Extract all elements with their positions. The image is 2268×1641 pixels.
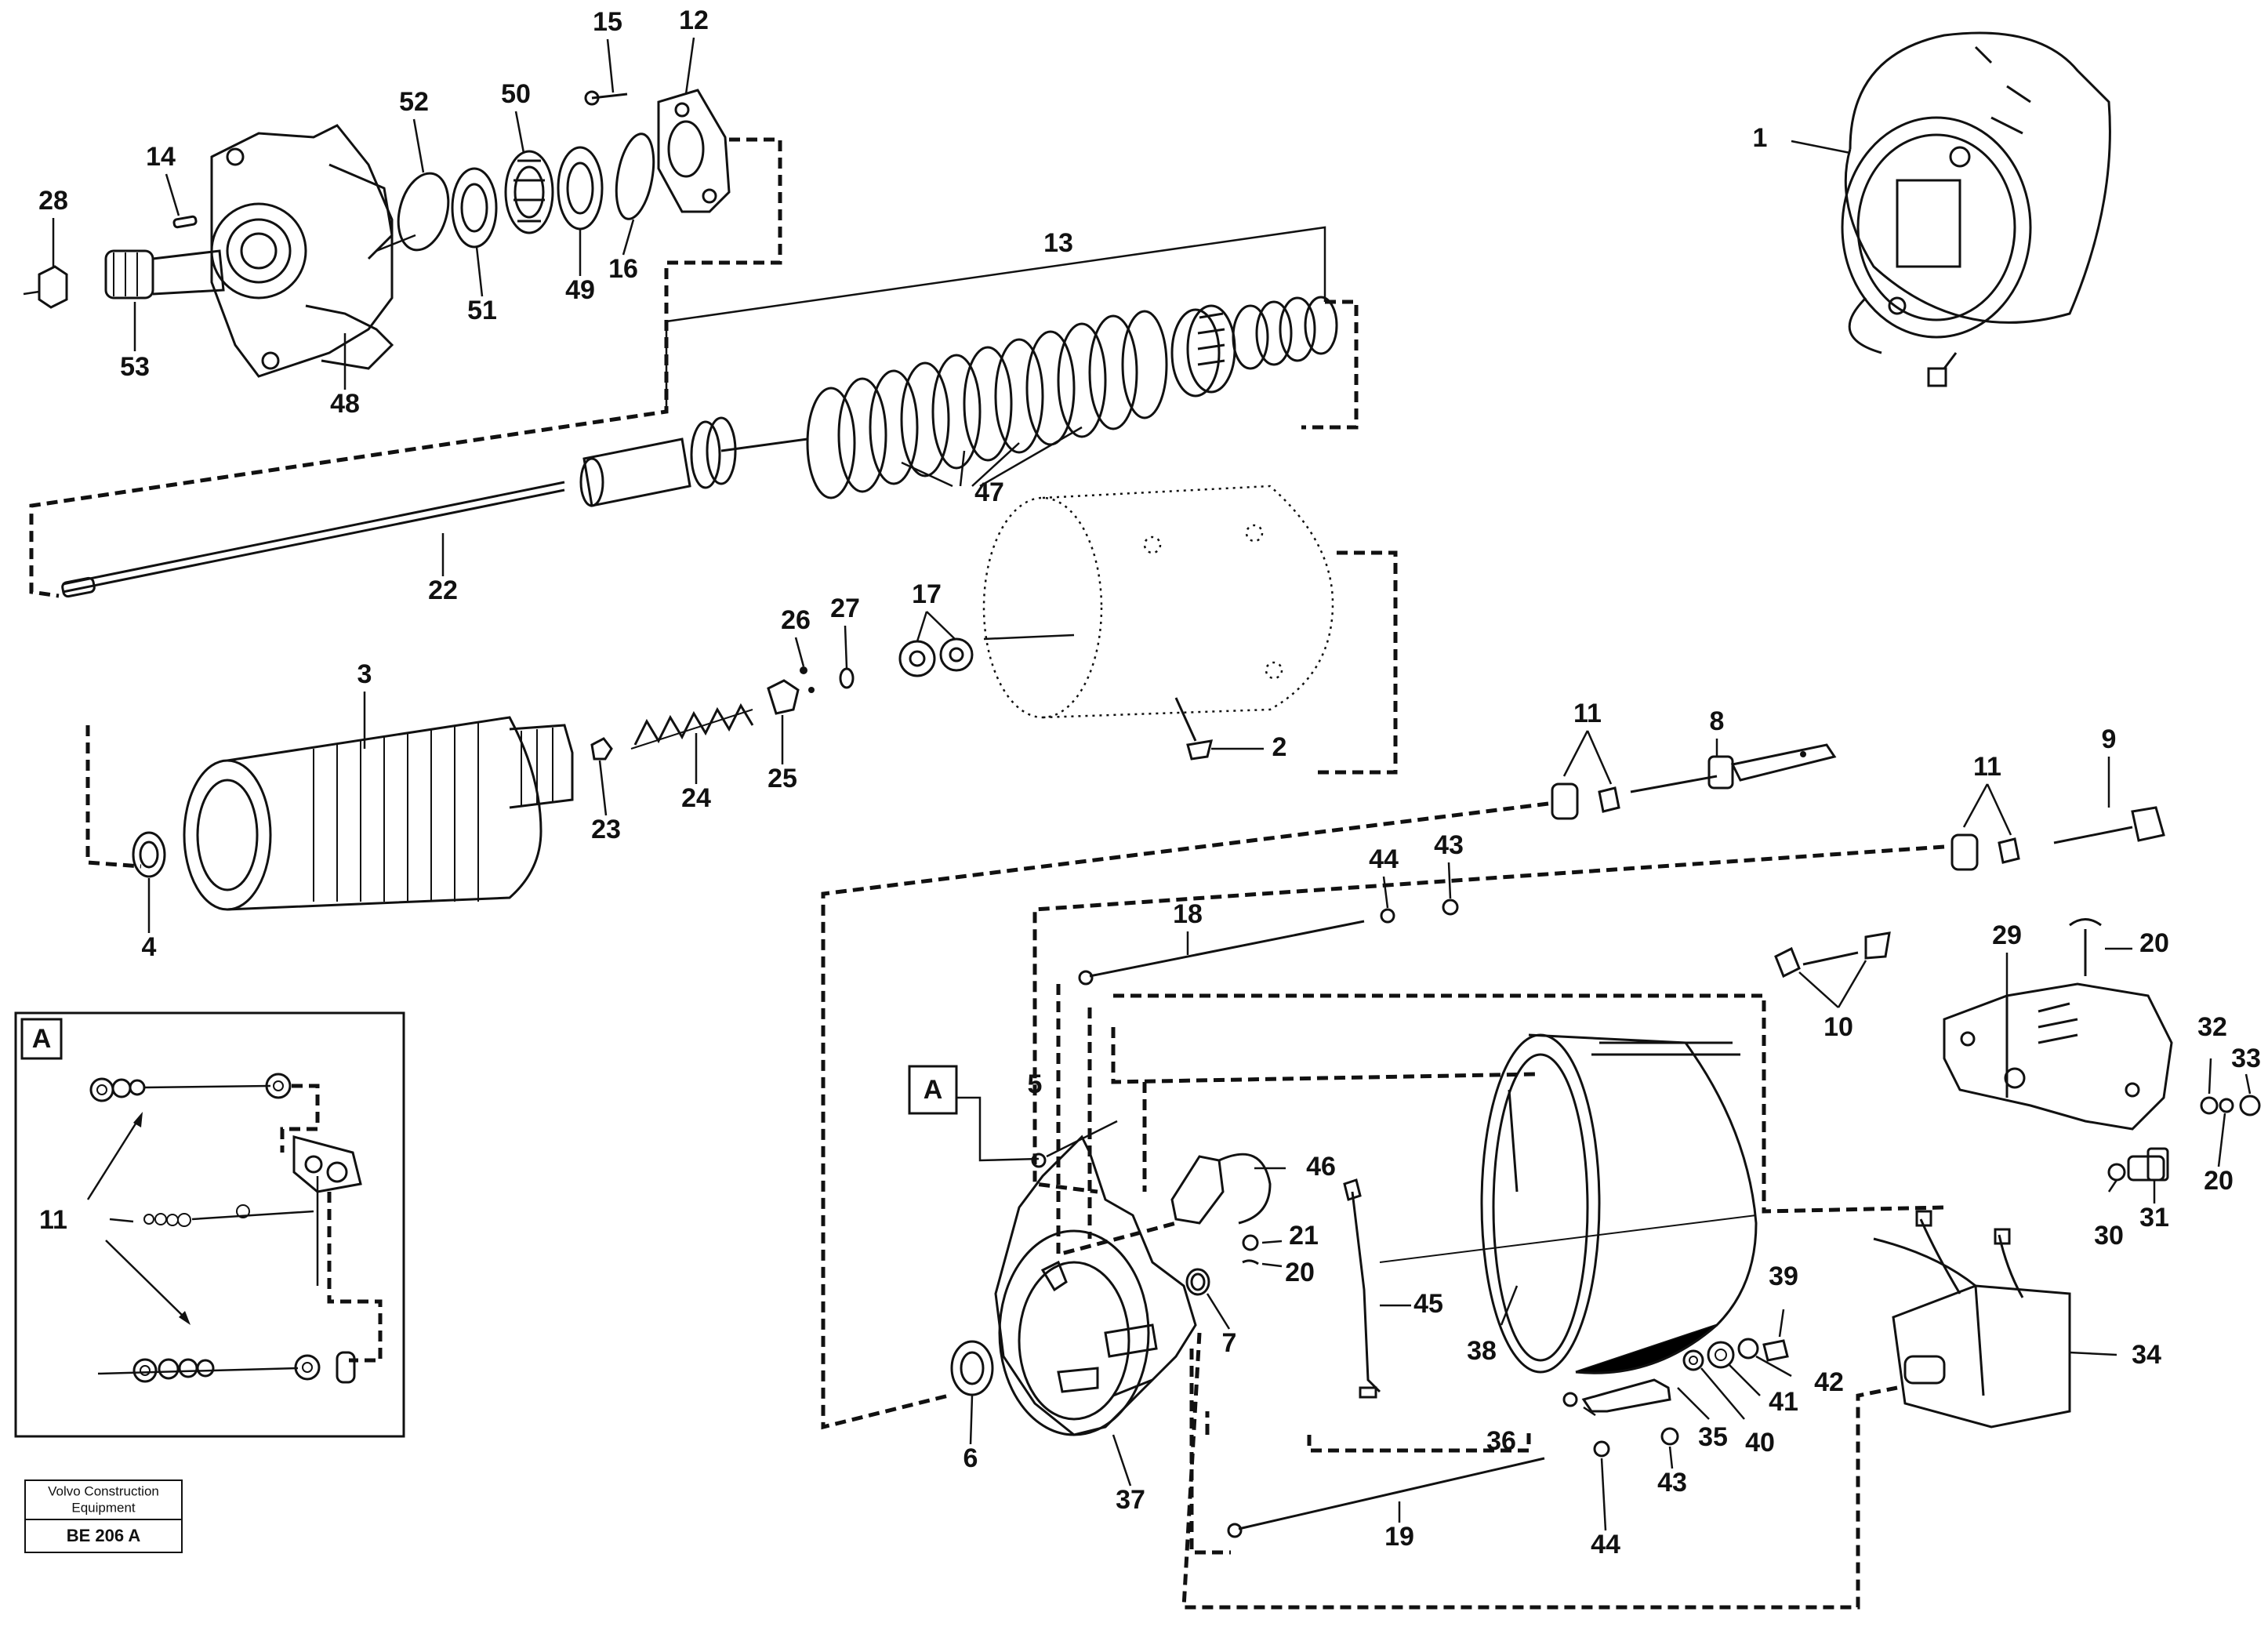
callout-34: 34 (2132, 1340, 2161, 1370)
callout-41: 41 (1769, 1387, 1798, 1417)
callout-23: 23 (591, 815, 621, 844)
callout-36: 36 (1486, 1426, 1516, 1456)
terminal-lead-10 (1774, 931, 1891, 1008)
brush-plate-38 (1379, 1033, 1758, 1374)
connector-18 (1078, 899, 1459, 986)
callout-21: 21 (1289, 1221, 1319, 1251)
callout-50: 50 (501, 79, 531, 109)
drive-end-assembly (23, 89, 731, 378)
callout-53: 53 (120, 352, 150, 382)
terminal-stud-8 (1551, 743, 1837, 820)
callout-14: 14 (146, 142, 176, 172)
clutch-plates (806, 310, 1168, 499)
callout-38: 38 (1467, 1336, 1497, 1366)
switch-34 (1873, 1210, 2117, 1429)
callout-32: 32 (2197, 1012, 2227, 1042)
callout-11-a: 11 (1573, 699, 1602, 728)
callout-44-b: 44 (1591, 1530, 1620, 1559)
callout-7: 7 (1222, 1328, 1237, 1358)
detail-a-tag: A (32, 1024, 52, 1054)
callout-18: 18 (1173, 899, 1203, 929)
diagram-code: BE 206 A (67, 1526, 141, 1545)
callout-29: 29 (1992, 920, 2022, 950)
callout-30: 30 (2094, 1221, 2124, 1251)
detail-view-a: A (14, 1011, 405, 1438)
callout-52: 52 (399, 87, 429, 117)
callout-45: 45 (1413, 1289, 1443, 1319)
callout-19: 19 (1384, 1522, 1414, 1552)
armature (132, 716, 574, 911)
callout-43-a: 43 (1434, 830, 1464, 860)
connector-19 (1227, 1427, 1679, 1538)
callout-43-b: 43 (1657, 1468, 1687, 1498)
callout-10: 10 (1823, 1012, 1853, 1042)
callout-leaders (52, 37, 2226, 1531)
callout-leaders-11 (1562, 730, 2012, 836)
callout-20-a: 20 (2139, 928, 2169, 958)
callout-15: 15 (593, 7, 622, 37)
callout-6: 6 (963, 1443, 978, 1473)
callout-51: 51 (467, 296, 497, 325)
terminal-block (292, 1135, 383, 1363)
callout-11-inset: 11 (39, 1205, 67, 1235)
callout-1: 1 (1753, 123, 1768, 153)
callout-13: 13 (1043, 228, 1073, 258)
callout-22: 22 (428, 575, 458, 605)
commutator-end-bracket: A (908, 1065, 1197, 1436)
drive-shaft-assembly (61, 226, 1338, 598)
callout-3: 3 (357, 659, 372, 689)
callout-16: 16 (608, 254, 638, 284)
terminal-hardware (1562, 1309, 1792, 1420)
yoke-housing (982, 485, 1334, 761)
callout-17: 17 (912, 579, 942, 609)
callout-5: 5 (1028, 1069, 1043, 1099)
washer-row-middle (143, 1204, 314, 1227)
callout-31: 31 (2139, 1203, 2169, 1233)
callout-2: 2 (1272, 732, 1287, 762)
callout-37: 37 (1116, 1485, 1145, 1515)
callout-20-b: 20 (1285, 1258, 1315, 1287)
brush-parts (1170, 1153, 1411, 1399)
callout-42: 42 (1814, 1367, 1844, 1397)
terminal-stud-9 (1950, 806, 2165, 871)
callout-20-c: 20 (2204, 1166, 2234, 1196)
callout-33: 33 (2231, 1044, 2261, 1073)
callout-11-b: 11 (1973, 752, 2001, 782)
callout-numbers: 1 2 3 4 5 6 7 8 9 10 11 11 12 13 14 15 1… (38, 5, 2261, 1559)
callout-48: 48 (330, 389, 360, 419)
title-line-1: Volvo Construction (48, 1483, 159, 1498)
callout-39: 39 (1769, 1262, 1798, 1291)
callout-26: 26 (781, 605, 811, 635)
nut-stack-bottom (97, 1351, 356, 1384)
callout-35: 35 (1698, 1422, 1728, 1452)
callout-12: 12 (679, 5, 709, 35)
nut-stack-top (89, 1073, 320, 1153)
callout-47: 47 (974, 477, 1004, 507)
callout-25: 25 (767, 764, 797, 793)
callout-9: 9 (2102, 724, 2117, 754)
callout-8: 8 (1710, 706, 1725, 736)
callout-4: 4 (142, 932, 157, 962)
callout-46: 46 (1306, 1152, 1336, 1182)
callout-27: 27 (830, 594, 860, 623)
callout-49: 49 (565, 275, 595, 305)
callout-arrows-11 (86, 1112, 191, 1325)
solenoid-29 (1943, 918, 2261, 1193)
detail-a-tag-main: A (924, 1075, 943, 1105)
callout-40: 40 (1745, 1428, 1775, 1458)
title-line-2: Equipment (71, 1500, 136, 1515)
field-coil-assembly (1791, 31, 2111, 387)
title-block: Volvo Construction Equipment BE 206 A (24, 1479, 183, 1553)
callout-24: 24 (681, 783, 711, 813)
callout-44-a: 44 (1369, 844, 1399, 874)
callout-28: 28 (38, 186, 68, 216)
